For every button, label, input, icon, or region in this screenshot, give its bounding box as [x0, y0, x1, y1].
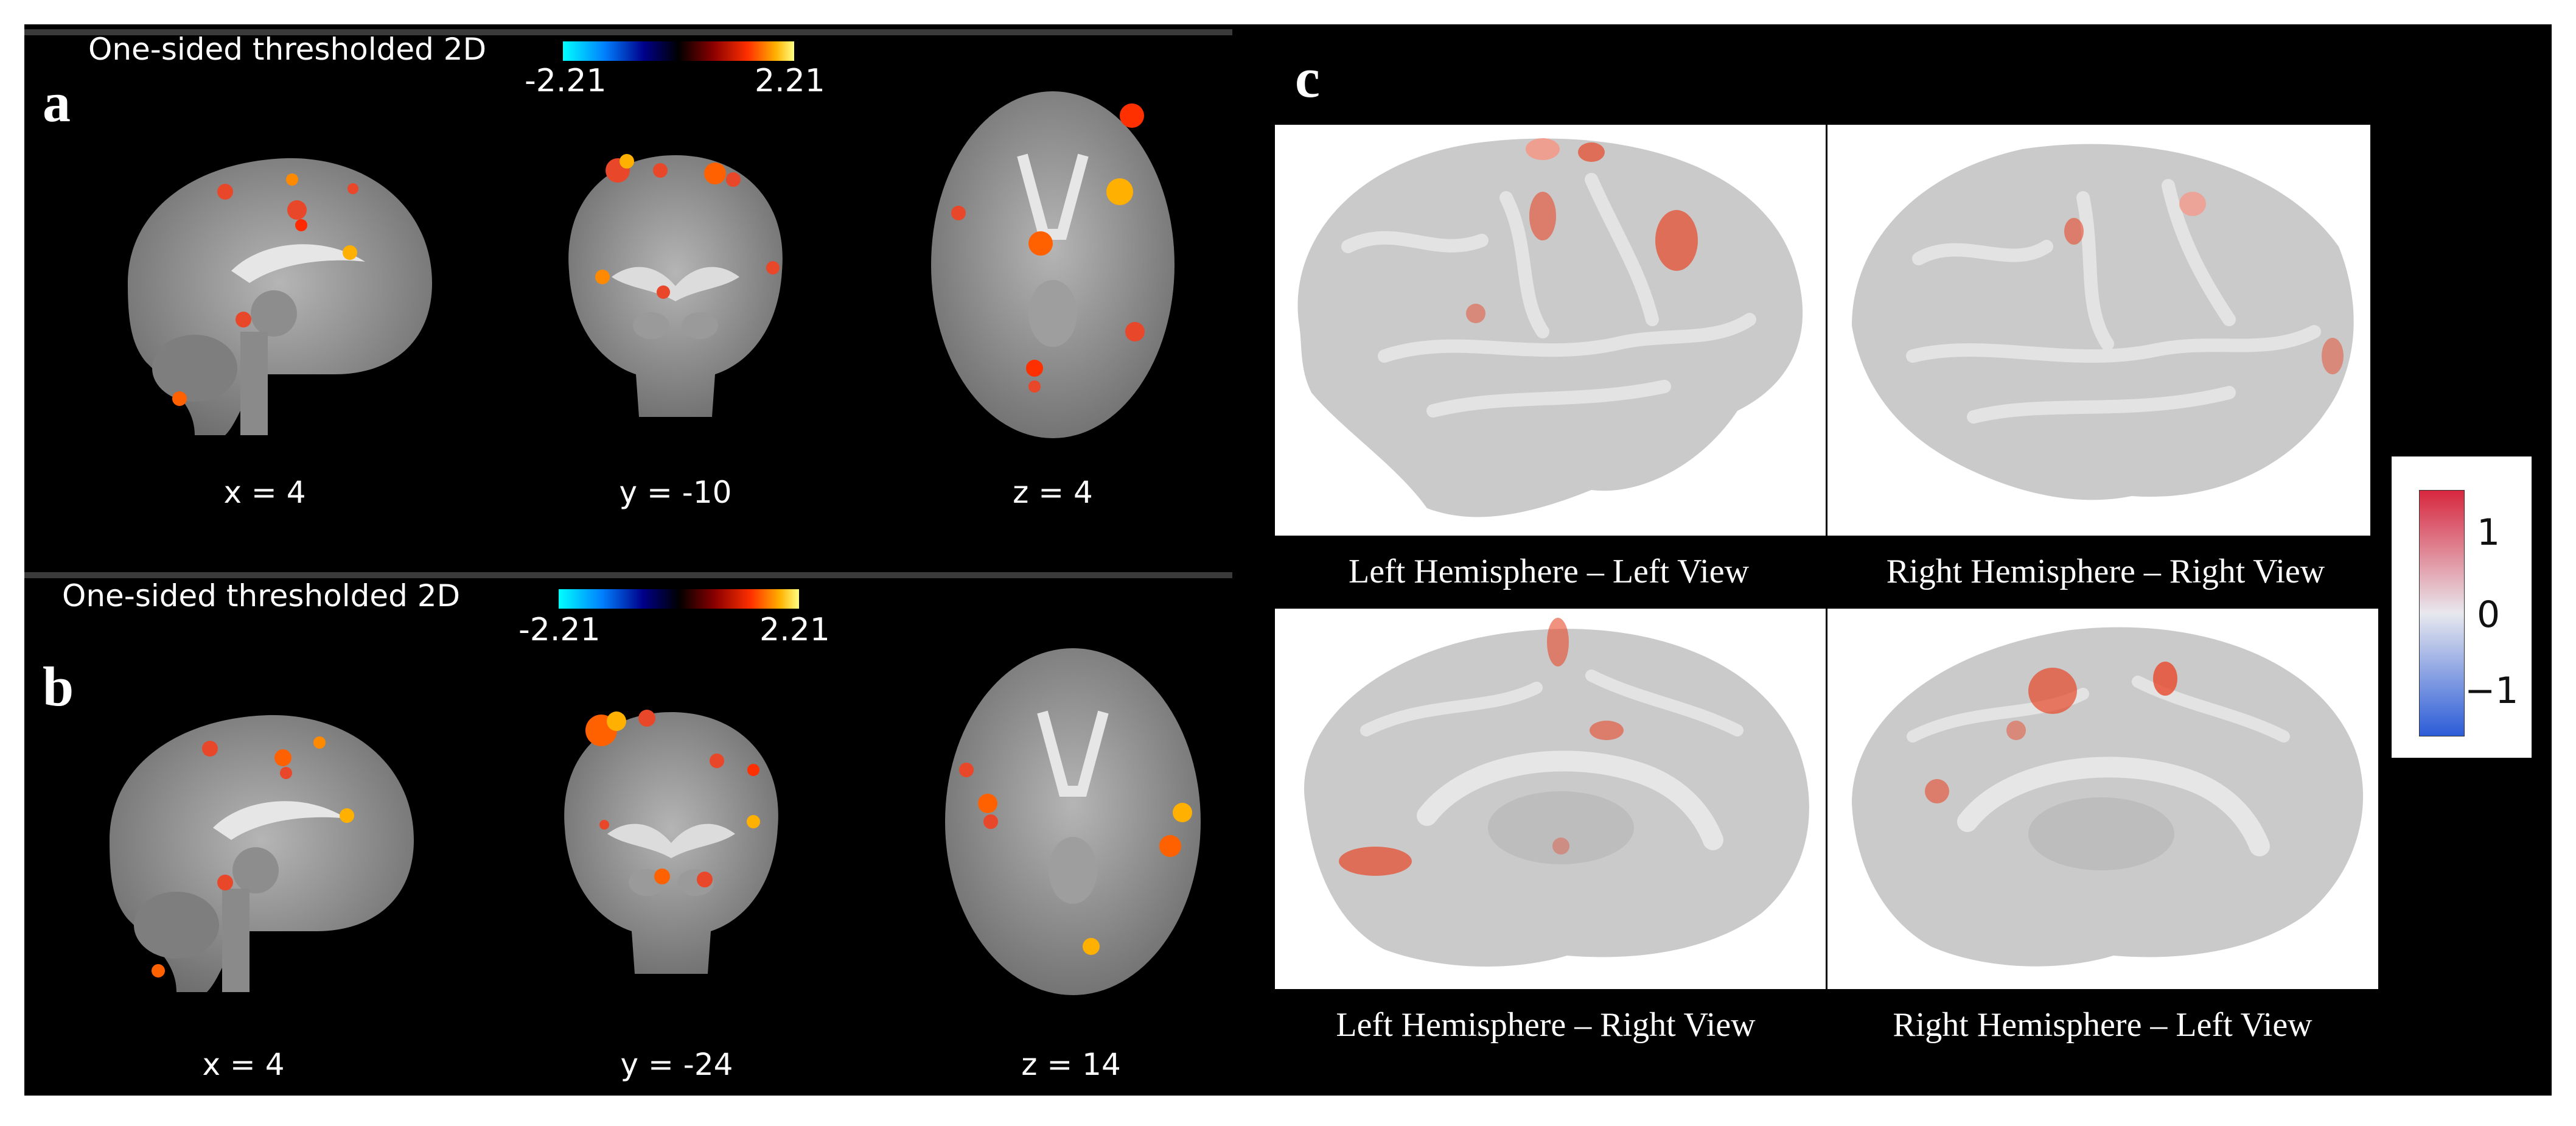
panel-b-axial-slice	[945, 648, 1201, 995]
panel-b-slice-label-3: z = 14	[1021, 1047, 1121, 1082]
panel-b-slice-label-2: y = -24	[620, 1047, 733, 1082]
right-hemisphere-right-view	[1827, 125, 2370, 536]
panel-b-threshold-title: One-sided thresholded 2D	[62, 578, 461, 614]
panel-a-slice-label-1: x = 4	[223, 475, 306, 510]
panel-a-colorbar-min: -2.21	[525, 63, 607, 99]
right-hemisphere-left-view	[1827, 609, 2378, 989]
panel-b-colorbar-min: -2.21	[518, 612, 601, 648]
panel-a-letter: a	[43, 71, 71, 133]
panel-a-sagittal-slice	[128, 158, 432, 435]
panel-b-colorbar-max: 2.21	[759, 612, 830, 648]
panel-a-threshold-title: One-sided thresholded 2D	[88, 32, 487, 67]
panel-a-slice-label-3: z = 4	[1013, 475, 1093, 510]
view-label-lh-left: Left Hemisphere – Left View	[1348, 553, 1750, 590]
left-hemisphere-left-view	[1275, 125, 1826, 536]
panel-b-colorbar	[559, 589, 799, 609]
view-label-rh-right: Right Hemisphere – Right View	[1886, 553, 2325, 590]
surface-colorbar	[2419, 490, 2465, 736]
panel-b-separator	[24, 572, 1232, 578]
panel-b-coronal-slice	[564, 710, 778, 974]
panel-b-slice-label-1: x = 4	[202, 1047, 285, 1082]
legend-tick-0: 0	[2477, 593, 2501, 636]
legend-tick-neg1: −1	[2465, 670, 2519, 712]
panel-a-axial-slice	[931, 91, 1175, 438]
panel-b-sagittal-slice	[110, 715, 414, 992]
panel-c-letter: c	[1295, 47, 1320, 109]
panel-b-letter: b	[43, 656, 74, 718]
panel-a-coronal-slice	[568, 154, 783, 417]
legend-tick-1: 1	[2477, 511, 2501, 554]
panel-a-slice-label-2: y = -10	[619, 475, 732, 510]
panel-a-colorbar-max: 2.21	[755, 63, 825, 99]
left-hemisphere-right-view	[1275, 609, 1826, 989]
panel-a-separator	[24, 29, 1232, 35]
view-label-lh-right: Left Hemisphere – Right View	[1336, 1006, 1756, 1044]
surface-colorbar-legend: 1 0 −1	[2392, 456, 2532, 758]
view-label-rh-left: Right Hemisphere – Left View	[1893, 1006, 2312, 1044]
panel-a-colorbar	[563, 41, 794, 61]
